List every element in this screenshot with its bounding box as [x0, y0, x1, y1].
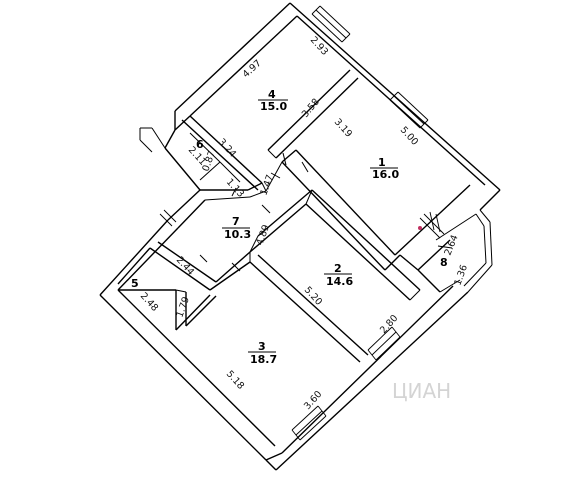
dim-r6-d: 1.13 — [224, 177, 246, 200]
dim-r2-b: 2.80 — [378, 313, 400, 336]
room-8-number: 8 — [440, 256, 448, 269]
windows — [159, 5, 445, 441]
room-6-number: 6 — [196, 138, 204, 151]
outer-walls — [99, 2, 501, 471]
red-mark — [418, 226, 422, 230]
room-1-number: 1 — [378, 156, 386, 169]
dim-r6-a: 3.24 — [216, 137, 238, 160]
room-7-area: 10.3 — [224, 228, 251, 241]
room-labels: 4 15.0 1 16.0 7 10.3 2 14.6 3 18.7 5 6 8 — [131, 88, 448, 366]
dim-r3-b: 3.60 — [302, 389, 324, 412]
dim-r6-c: 0.87 — [200, 149, 218, 173]
room-5-number: 5 — [131, 277, 139, 290]
dim-r1-top: 5.00 — [398, 125, 420, 148]
dimension-labels: 4.97 2.93 3.58 3.24 2.11 0.87 1.13 1.47 … — [138, 35, 470, 412]
dim-r1-left: 3.19 — [332, 117, 354, 140]
dim-r4-window: 2.93 — [308, 35, 330, 58]
room-2-area: 14.6 — [326, 275, 353, 288]
room-2-number: 2 — [334, 262, 342, 275]
door-markers — [199, 152, 453, 272]
room-4-number: 4 — [268, 88, 276, 101]
room-4-area: 15.0 — [260, 100, 287, 113]
dim-r4-top: 4.97 — [241, 58, 264, 80]
dim-r8-a: 2.64 — [443, 233, 461, 257]
dim-r8-b: 1.36 — [452, 263, 470, 287]
watermark: ЦИАН — [392, 379, 451, 403]
dim-r7-a: 1.47 — [258, 173, 276, 197]
dim-r3-a: 5.18 — [224, 369, 246, 392]
room-7-number: 7 — [232, 215, 240, 228]
room-3-number: 3 — [258, 340, 266, 353]
room-1-area: 16.0 — [372, 168, 399, 181]
room-3-area: 18.7 — [250, 353, 277, 366]
dim-r5-b: 2.48 — [138, 291, 160, 314]
interior-walls — [117, 69, 477, 363]
dim-r2-a: 5.20 — [302, 285, 324, 308]
